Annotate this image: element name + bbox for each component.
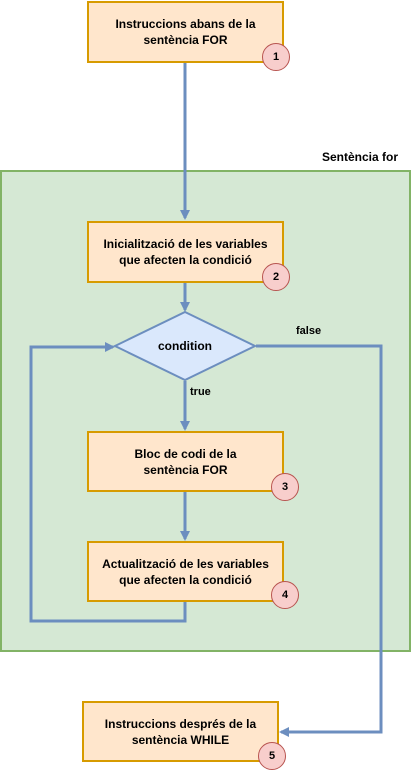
box-update-variables: Actualització de les variables que afect… — [87, 541, 284, 602]
step-badge-2: 2 — [262, 263, 290, 291]
section-title: Sentència for — [322, 150, 399, 164]
step-badge-5: 5 — [258, 742, 286, 770]
step-badge-3: 3 — [271, 473, 299, 501]
condition-diamond — [112, 310, 258, 382]
box-before-for: Instruccions abans de la sentència FOR — [87, 1, 284, 63]
edge-label-false: false — [296, 325, 322, 337]
box-after-for: Instruccions després de la sentència WHI… — [82, 701, 279, 762]
arrow-false-to-5 — [256, 344, 383, 737]
condition-label: condition — [158, 339, 212, 353]
box-for-body: Bloc de codi de la sentència FOR — [87, 431, 284, 492]
arrow-loop-back — [29, 342, 187, 623]
box-initialization: Inicialització de les variables que afec… — [87, 221, 284, 283]
edge-label-true: true — [190, 386, 211, 398]
step-badge-4: 4 — [271, 581, 299, 609]
step-badge-1: 1 — [262, 43, 290, 71]
